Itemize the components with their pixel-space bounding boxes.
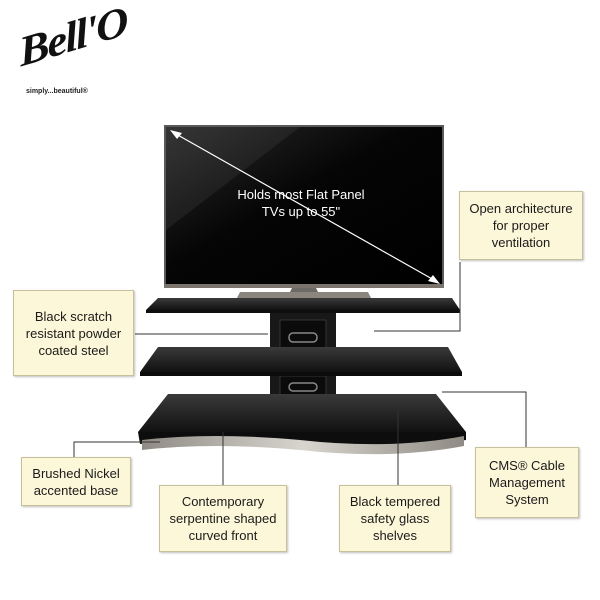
callout-front: Contemporary serpentine shaped curved fr… bbox=[159, 485, 287, 552]
leader-lines bbox=[73, 262, 527, 486]
middle-shelf bbox=[140, 347, 462, 376]
top-shelf bbox=[146, 298, 460, 313]
tv-size-label: Holds most Flat Panel TVs up to 55" bbox=[237, 187, 365, 219]
cable-slot-1-icon bbox=[288, 332, 318, 343]
arrow-head-bottom-icon bbox=[428, 275, 440, 284]
arrow-head-top-icon bbox=[170, 130, 182, 139]
top-shelf-glass bbox=[146, 298, 460, 310]
middle-shelf-edge bbox=[140, 372, 462, 376]
callout-base: Brushed Nickel accented base bbox=[21, 457, 131, 506]
leader-cms bbox=[442, 391, 527, 448]
callout-ventilation: Open architecture for proper ventilation bbox=[459, 191, 583, 260]
tv-neck bbox=[290, 288, 318, 292]
callout-cms: CMS® Cable Management System bbox=[475, 447, 579, 518]
diagonal-arrow-line bbox=[175, 133, 435, 281]
leader-base bbox=[73, 441, 160, 458]
bottom-shelf-curved-front bbox=[138, 432, 466, 448]
brand-logo: Bell'O simply...beautiful® bbox=[17, 0, 129, 106]
bottom-shelf-glass bbox=[138, 394, 466, 432]
callout-glass: Black tempered safety glass shelves bbox=[339, 485, 451, 552]
top-shelf-edge bbox=[146, 310, 460, 313]
leader-ventilation bbox=[374, 262, 461, 332]
bottom-shelf bbox=[138, 394, 466, 455]
cable-slot-2-icon bbox=[288, 382, 318, 392]
callout-steel: Black scratch resistant powder coated st… bbox=[13, 290, 134, 376]
tv-bottom-trim bbox=[164, 284, 444, 288]
logo-tagline: simply...beautiful® bbox=[26, 88, 88, 95]
middle-shelf-glass bbox=[140, 347, 462, 372]
screen-reflection bbox=[166, 127, 300, 230]
